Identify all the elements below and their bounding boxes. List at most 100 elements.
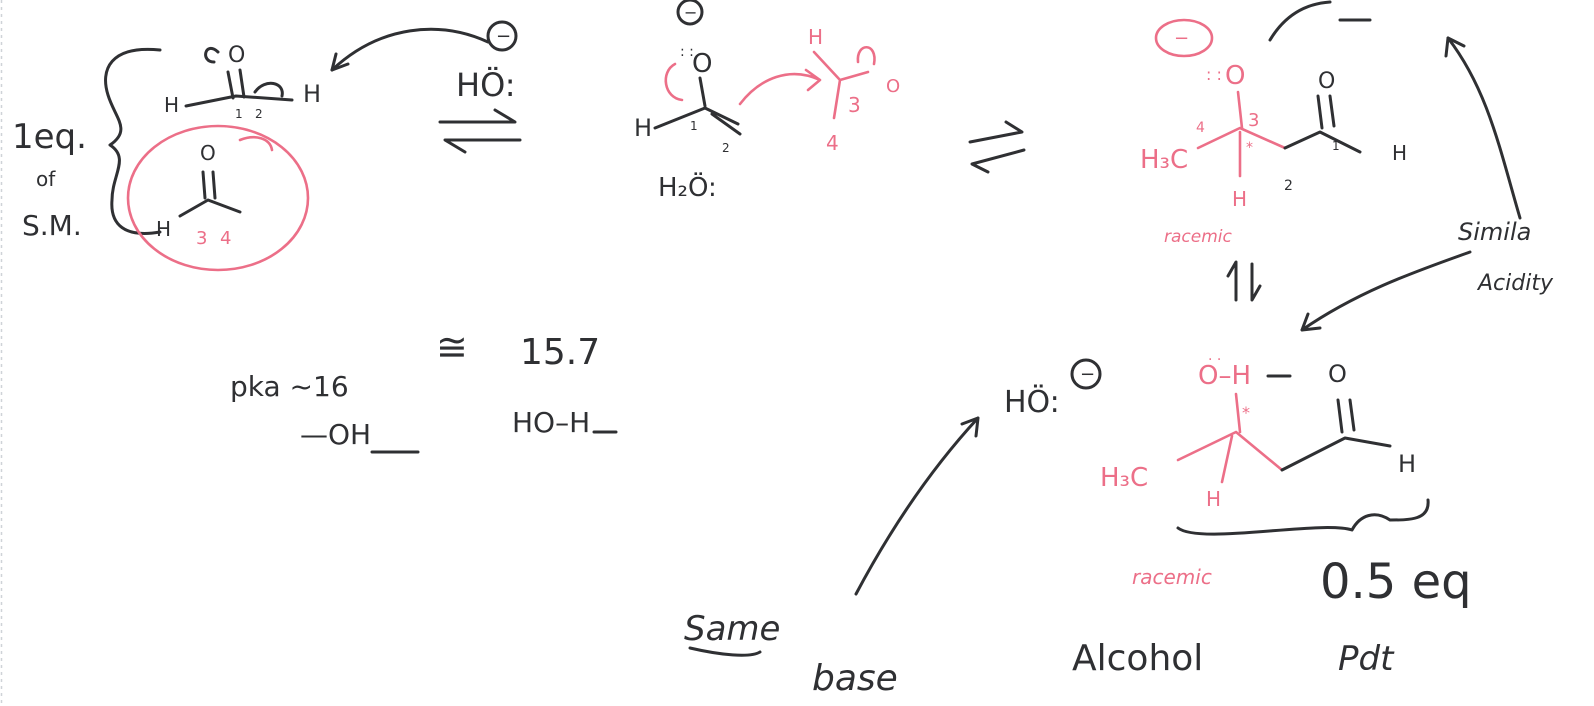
aldehyde-bottom-carbon-4: 4 xyxy=(220,228,231,249)
aldehyde-bottom-h-left: H xyxy=(156,217,171,241)
arrow-deprotonation xyxy=(330,27,490,72)
equivalent-note-line1: 1eq. xyxy=(12,117,87,157)
electrophile-skeleton xyxy=(812,50,870,120)
electrophile-carbon-4: 4 xyxy=(826,131,839,155)
aldol-methyl: H₃C xyxy=(1100,463,1148,493)
alkoxide-h-bottom: H xyxy=(1232,187,1247,211)
aldol-h-bottom: H xyxy=(1206,487,1221,511)
aldehyde-top-carbon-1: 1 xyxy=(235,107,243,121)
aldehyde-top-h-left: H xyxy=(164,93,179,117)
water: H₂Ö: xyxy=(658,171,717,203)
aldol-carbonyl-bond-b xyxy=(1348,398,1356,432)
similar-note-line2: Acidity xyxy=(1476,271,1554,296)
hydroxide-mid-charge-circle xyxy=(1070,358,1102,390)
alkoxide-carbon-3: 3 xyxy=(1248,110,1259,131)
arrow-pink-carbonyl xyxy=(856,46,876,66)
hydroxide-mid-charge: − xyxy=(1080,364,1095,385)
enolate-charge-circle xyxy=(676,0,704,26)
electrophile-circle xyxy=(126,124,310,272)
electrophile-oxygen: O xyxy=(886,76,900,97)
arrow-pink-small xyxy=(238,136,274,152)
aldehyde-top-carbon-2: 2 xyxy=(255,107,263,121)
aldol-black-skeleton xyxy=(1280,436,1392,472)
aldehyde-top-skeleton xyxy=(184,94,294,108)
enolate-charge: − xyxy=(684,3,697,22)
arrow-similar-acidity-down xyxy=(1300,250,1472,332)
bottom-note-alcohol: Alcohol xyxy=(1072,638,1203,679)
enolate-skeleton xyxy=(653,106,742,136)
aldol-c-h-bond xyxy=(1220,434,1234,484)
alkoxide-carbon-2: 2 xyxy=(1284,178,1293,194)
aldehyde-bottom-double-bond-a xyxy=(201,170,207,200)
aldehyde-bottom-oxygen: O xyxy=(200,141,216,165)
alkoxide-lone-pairs: : : xyxy=(1206,65,1222,84)
bottom-note-same: Same xyxy=(684,609,780,649)
alkoxide-racemic-note: racemic xyxy=(1164,227,1232,247)
hydroxide-mid: HÖ: xyxy=(1004,384,1060,420)
enolate-lone-pairs-top: : : xyxy=(680,44,694,60)
enolate-carbon-2: 2 xyxy=(722,141,730,155)
aldol-stereocenter: * xyxy=(1242,403,1250,422)
product-brace xyxy=(1176,498,1430,536)
equivalent-note-line2: of xyxy=(36,167,56,191)
aldol-carbonyl-oxygen: O xyxy=(1328,360,1347,388)
aldol-pink-skeleton xyxy=(1176,430,1284,472)
arrow-pink-enolate-push xyxy=(664,62,684,102)
alkoxide-black-skeleton xyxy=(1283,130,1362,154)
bottom-note-base: base xyxy=(812,658,898,699)
similar-note-line1: Simila xyxy=(1458,218,1531,246)
equilibrium-reverse-2 xyxy=(970,148,1026,174)
pka-value: 15.7 xyxy=(520,332,600,373)
aldol-aldehyde-h: H xyxy=(1398,450,1416,478)
aldehyde-top-double-bond-a xyxy=(226,70,235,100)
enolate-c-o-bond xyxy=(698,76,707,108)
pka-water: HO–H xyxy=(512,406,590,439)
alkoxide-stereocenter: * xyxy=(1246,140,1253,156)
aldehyde-top-double-bond-b xyxy=(238,68,246,99)
equilibrium-forward-2 xyxy=(968,120,1024,144)
arrow-proton-transfer-top xyxy=(1268,0,1372,42)
aldol-lone-pairs: . . xyxy=(1208,348,1221,364)
bottom-note-yield: 0.5 eq xyxy=(1320,554,1472,610)
aldol-carbonyl-bond-a xyxy=(1336,398,1344,434)
enolate-oxygen: O xyxy=(692,49,712,79)
aldehyde-top-oxygen: O xyxy=(228,43,245,68)
alkoxide-carbonyl-bond-b xyxy=(1328,94,1336,128)
aldehyde-bottom-skeleton xyxy=(178,198,242,218)
electrophile-h: H xyxy=(808,25,823,49)
arrow-pink-nucleophilic-attack xyxy=(738,68,822,106)
pka-alcohol: —OH xyxy=(300,418,371,451)
aldehyde-bottom-carbon-3: 3 xyxy=(196,228,207,249)
arrow-deprotonation-head xyxy=(330,52,350,72)
bottom-note-pdt: Pdt xyxy=(1338,639,1395,679)
equilibrium-down xyxy=(1250,262,1262,302)
alkoxide-charge: − xyxy=(1174,28,1189,49)
arrow-electron-push-1 xyxy=(204,47,220,64)
pka-label: pka ~16 xyxy=(230,370,349,403)
alkoxide-carbon-4: 4 xyxy=(1196,120,1205,136)
electrophile-carbon-3: 3 xyxy=(848,93,861,117)
aldehyde-top-h-right: H xyxy=(303,80,321,108)
hydroxide-top-charge-circle xyxy=(486,20,518,52)
equilibrium-reverse-1 xyxy=(443,138,522,154)
alkoxide-carbonyl-oxygen: O xyxy=(1318,69,1335,94)
arrow-same-base xyxy=(854,416,980,596)
aldehyde-bottom-double-bond-b xyxy=(211,170,217,200)
aldol-c-o-bond xyxy=(1234,392,1242,434)
arrow-electron-push-2 xyxy=(253,81,284,98)
alkoxide-c-o-bond xyxy=(1236,90,1244,130)
equilibrium-forward-1 xyxy=(438,108,517,124)
enolate-carbon-1: 1 xyxy=(690,119,698,133)
aldol-hydroxyl: O–H xyxy=(1198,361,1251,391)
enolate-h: H xyxy=(634,114,652,142)
aldol-racemic-note: racemic xyxy=(1132,565,1212,589)
curly-brace-left xyxy=(104,47,162,235)
alkoxide-carbonyl-bond-a xyxy=(1316,94,1324,130)
hydroxide-top: HÖ: xyxy=(456,66,515,104)
alkoxide-aldehyde-h: H xyxy=(1392,141,1407,165)
equivalent-note-line3: S.M. xyxy=(22,209,82,242)
bottom-note-same-underline xyxy=(688,646,762,657)
alkoxide-charge-circle xyxy=(1154,18,1214,58)
